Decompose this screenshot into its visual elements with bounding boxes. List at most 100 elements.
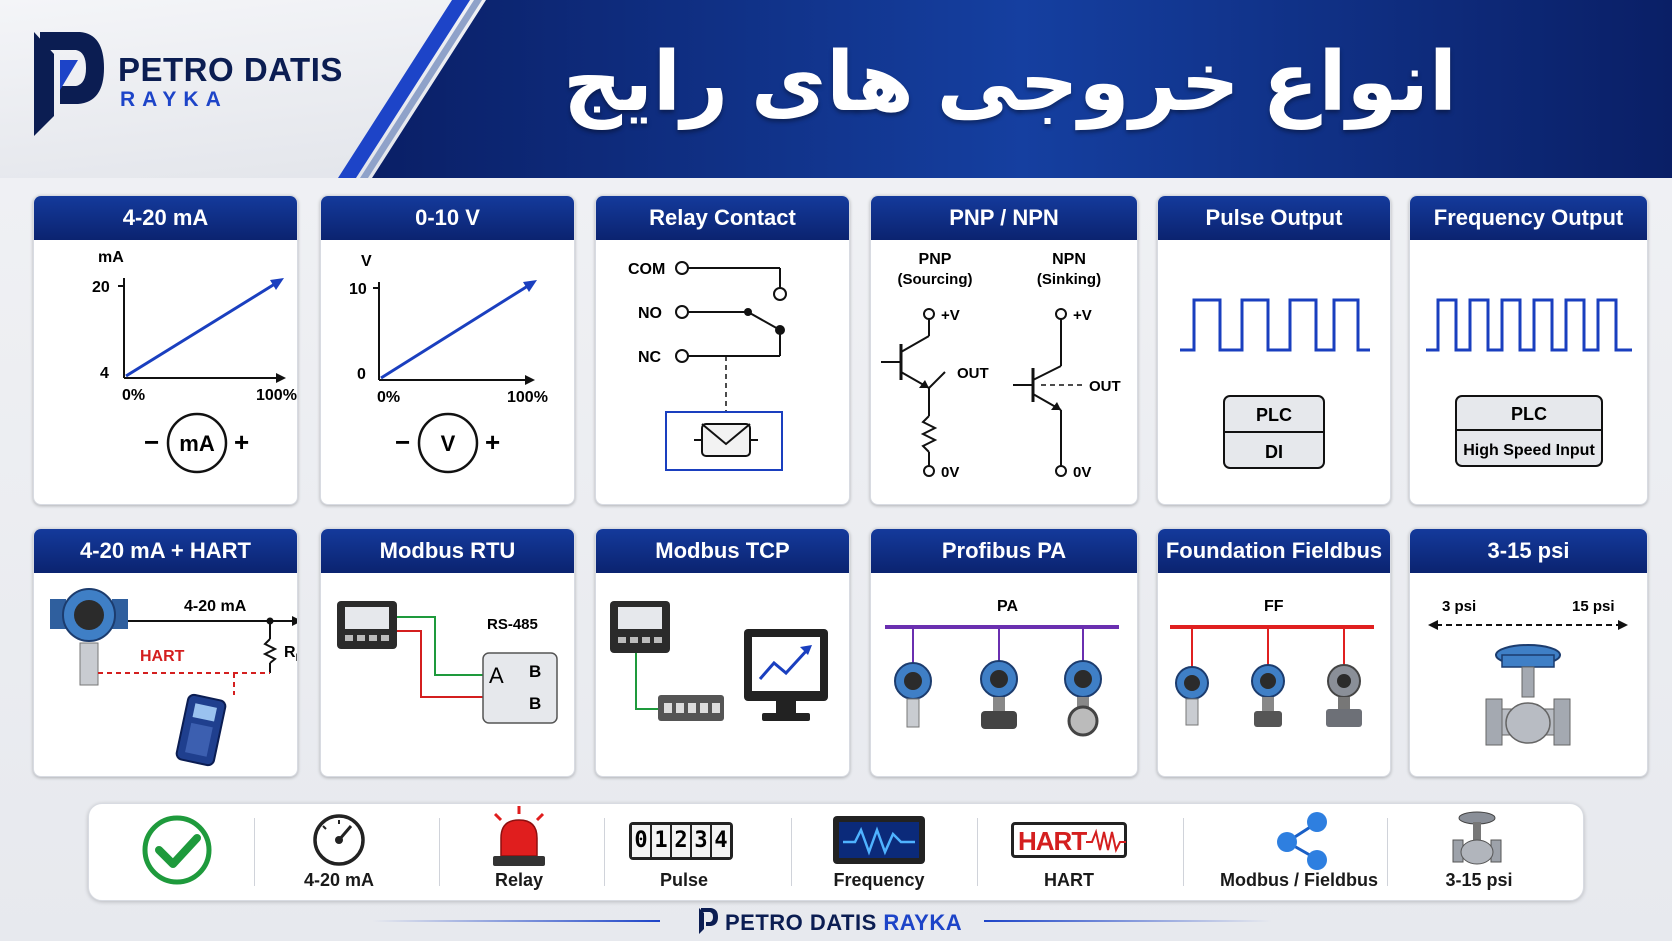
transistor-diagram: PNP (Sourcing) NPN (Sinking) +V OUT 0V +… [881, 251, 1121, 481]
y-tick-bottom: 0 [357, 366, 366, 383]
resistor-icon [262, 638, 278, 664]
bar-item-4-20ma: 4-20 mA [259, 804, 419, 900]
header: PETRO DATIS RAYKA انواع خروجی های رایج [0, 0, 1672, 178]
rl-main: R [284, 644, 296, 661]
profibus-diagram: PA [885, 598, 1119, 737]
y-tick-top: 10 [349, 281, 367, 298]
fieldbus-diagram: FF [1170, 598, 1374, 727]
gauge-icon [313, 814, 365, 866]
card-title: Modbus RTU [321, 529, 574, 573]
rs485-module [482, 652, 558, 724]
signal-arrow [270, 278, 284, 290]
separator [977, 818, 978, 886]
x-tick-right: 100% [507, 389, 548, 406]
bar-item-label: Frequency [833, 870, 925, 890]
com-terminal [675, 261, 689, 275]
pulse-diagram: PLC DI [1180, 298, 1370, 469]
separator [439, 818, 440, 886]
relay-diagram: COM NO NC [628, 261, 787, 471]
nc-terminal [675, 349, 689, 363]
bar-item-label: Pulse [659, 870, 709, 890]
x-arrow [276, 373, 286, 383]
minus-sign: − [395, 427, 410, 457]
page-title: انواع خروجی های رایج [563, 37, 1457, 128]
rl-label: RL [284, 644, 297, 664]
counter-icon: 0 1 2 3 4 [629, 822, 733, 860]
voltmeter-icon [417, 412, 479, 474]
low-label: 3 psi [1442, 598, 1476, 615]
axis-unit: V [361, 253, 372, 270]
plus-sign: + [234, 427, 249, 457]
rl-sub: L [296, 652, 297, 664]
range-arrow-right [1618, 620, 1628, 630]
meter-label: mA [179, 431, 215, 456]
bar-item-label: Modbus / Fieldbus [1220, 870, 1378, 890]
header-background [0, 0, 1672, 178]
frequency-diagram: PLC High Speed Input [1426, 298, 1632, 467]
output-types-bar: 4-20 mA Relay 0 1 2 3 4 Pulse Frequency [88, 803, 1584, 901]
card-title: 4-20 mA [34, 196, 297, 240]
footer-rule-left [372, 920, 660, 922]
footer-logo-icon [699, 908, 718, 934]
footer: PETRO DATIS RAYKA [0, 904, 1672, 936]
hart-diagram: 4-20 mA RL HART [50, 588, 297, 767]
bar-item-hart: HART HART [989, 804, 1149, 900]
card-title: 3-15 psi [1410, 529, 1647, 573]
transmitter-icon [50, 588, 128, 686]
card-frequency-output: Frequency Output PLC High Speed Input [1409, 195, 1648, 505]
handheld-communicator-icon [175, 693, 227, 767]
network-icon [1277, 812, 1327, 870]
bus-label: FF [1264, 598, 1284, 615]
separator [791, 818, 792, 886]
high-label: 15 psi [1572, 598, 1615, 615]
frequency-waveform [1426, 298, 1632, 352]
ammeter-icon [166, 412, 228, 474]
modbus-rtu-diagram: RS-485 A B B [337, 601, 558, 724]
volt-chart: V 10 0 0% 100% − V + [349, 253, 548, 474]
hmi-device-icon [610, 601, 670, 653]
bus-label: PA [997, 598, 1018, 615]
bar-item-label: 4-20 mA [303, 870, 375, 890]
wire-b [397, 630, 483, 698]
ma-chart: mA 20 4 0% 100% − mA + [92, 249, 297, 474]
counter-digit: 3 [692, 825, 710, 857]
card-modbus-rtu: Modbus RTU RS-485 A B B [320, 528, 575, 777]
plus-sign: + [485, 427, 500, 457]
pnp-vplus: +V [941, 307, 960, 324]
bar-item-psi: 3-15 psi [1399, 804, 1559, 900]
pnp-out-wire [928, 371, 946, 389]
pneumatic-valve-icon [1485, 644, 1571, 746]
pneumatic-diagram: 3 psi 15 psi [1428, 598, 1628, 746]
no-label: NO [638, 305, 662, 322]
plc-label: PLC [1511, 404, 1547, 424]
separator [604, 818, 605, 886]
card-hart: 4-20 mA + HART 4-20 mA RL HART [33, 528, 298, 777]
pulse-waveform [1180, 298, 1370, 352]
input-label: High Speed Input [1463, 442, 1595, 459]
card-0-10v: 0-10 V V 10 0 0% 100% − V + [320, 195, 575, 505]
monitor-icon [744, 629, 828, 721]
no-terminal [675, 305, 689, 319]
npn-vplus-terminal [1055, 308, 1067, 320]
hmi-device-icon [337, 601, 397, 649]
brand-logo: PETRO DATIS RAYKA [118, 52, 343, 112]
card-title: Pulse Output [1158, 196, 1390, 240]
bar-item-label: 3-15 psi [1445, 870, 1513, 890]
di-label: DI [1265, 442, 1283, 462]
card-4-20ma: 4-20 mA mA 20 4 0% 100% − mA + [33, 195, 298, 505]
counter-digit: 2 [672, 825, 690, 857]
y-tick-bottom: 4 [100, 365, 109, 382]
x-tick-left: 0% [122, 387, 145, 404]
valve-icon [1452, 811, 1502, 865]
flow-transmitter-icon [980, 660, 1018, 729]
signal-arrow [523, 280, 537, 292]
card-title: 0-10 V [321, 196, 574, 240]
bar-item-check [119, 804, 239, 900]
npn-zero: 0V [1073, 464, 1091, 481]
bar-item-label: HART [1044, 870, 1094, 890]
hart-wave-icon [1086, 828, 1126, 853]
control-valve-icon [1326, 664, 1362, 727]
nc-label: NC [638, 349, 662, 366]
card-pnp-npn: PNP / NPN PNP (Sourcing) NPN (Sinking) +… [870, 195, 1138, 505]
pressure-transmitter-icon [894, 662, 932, 728]
